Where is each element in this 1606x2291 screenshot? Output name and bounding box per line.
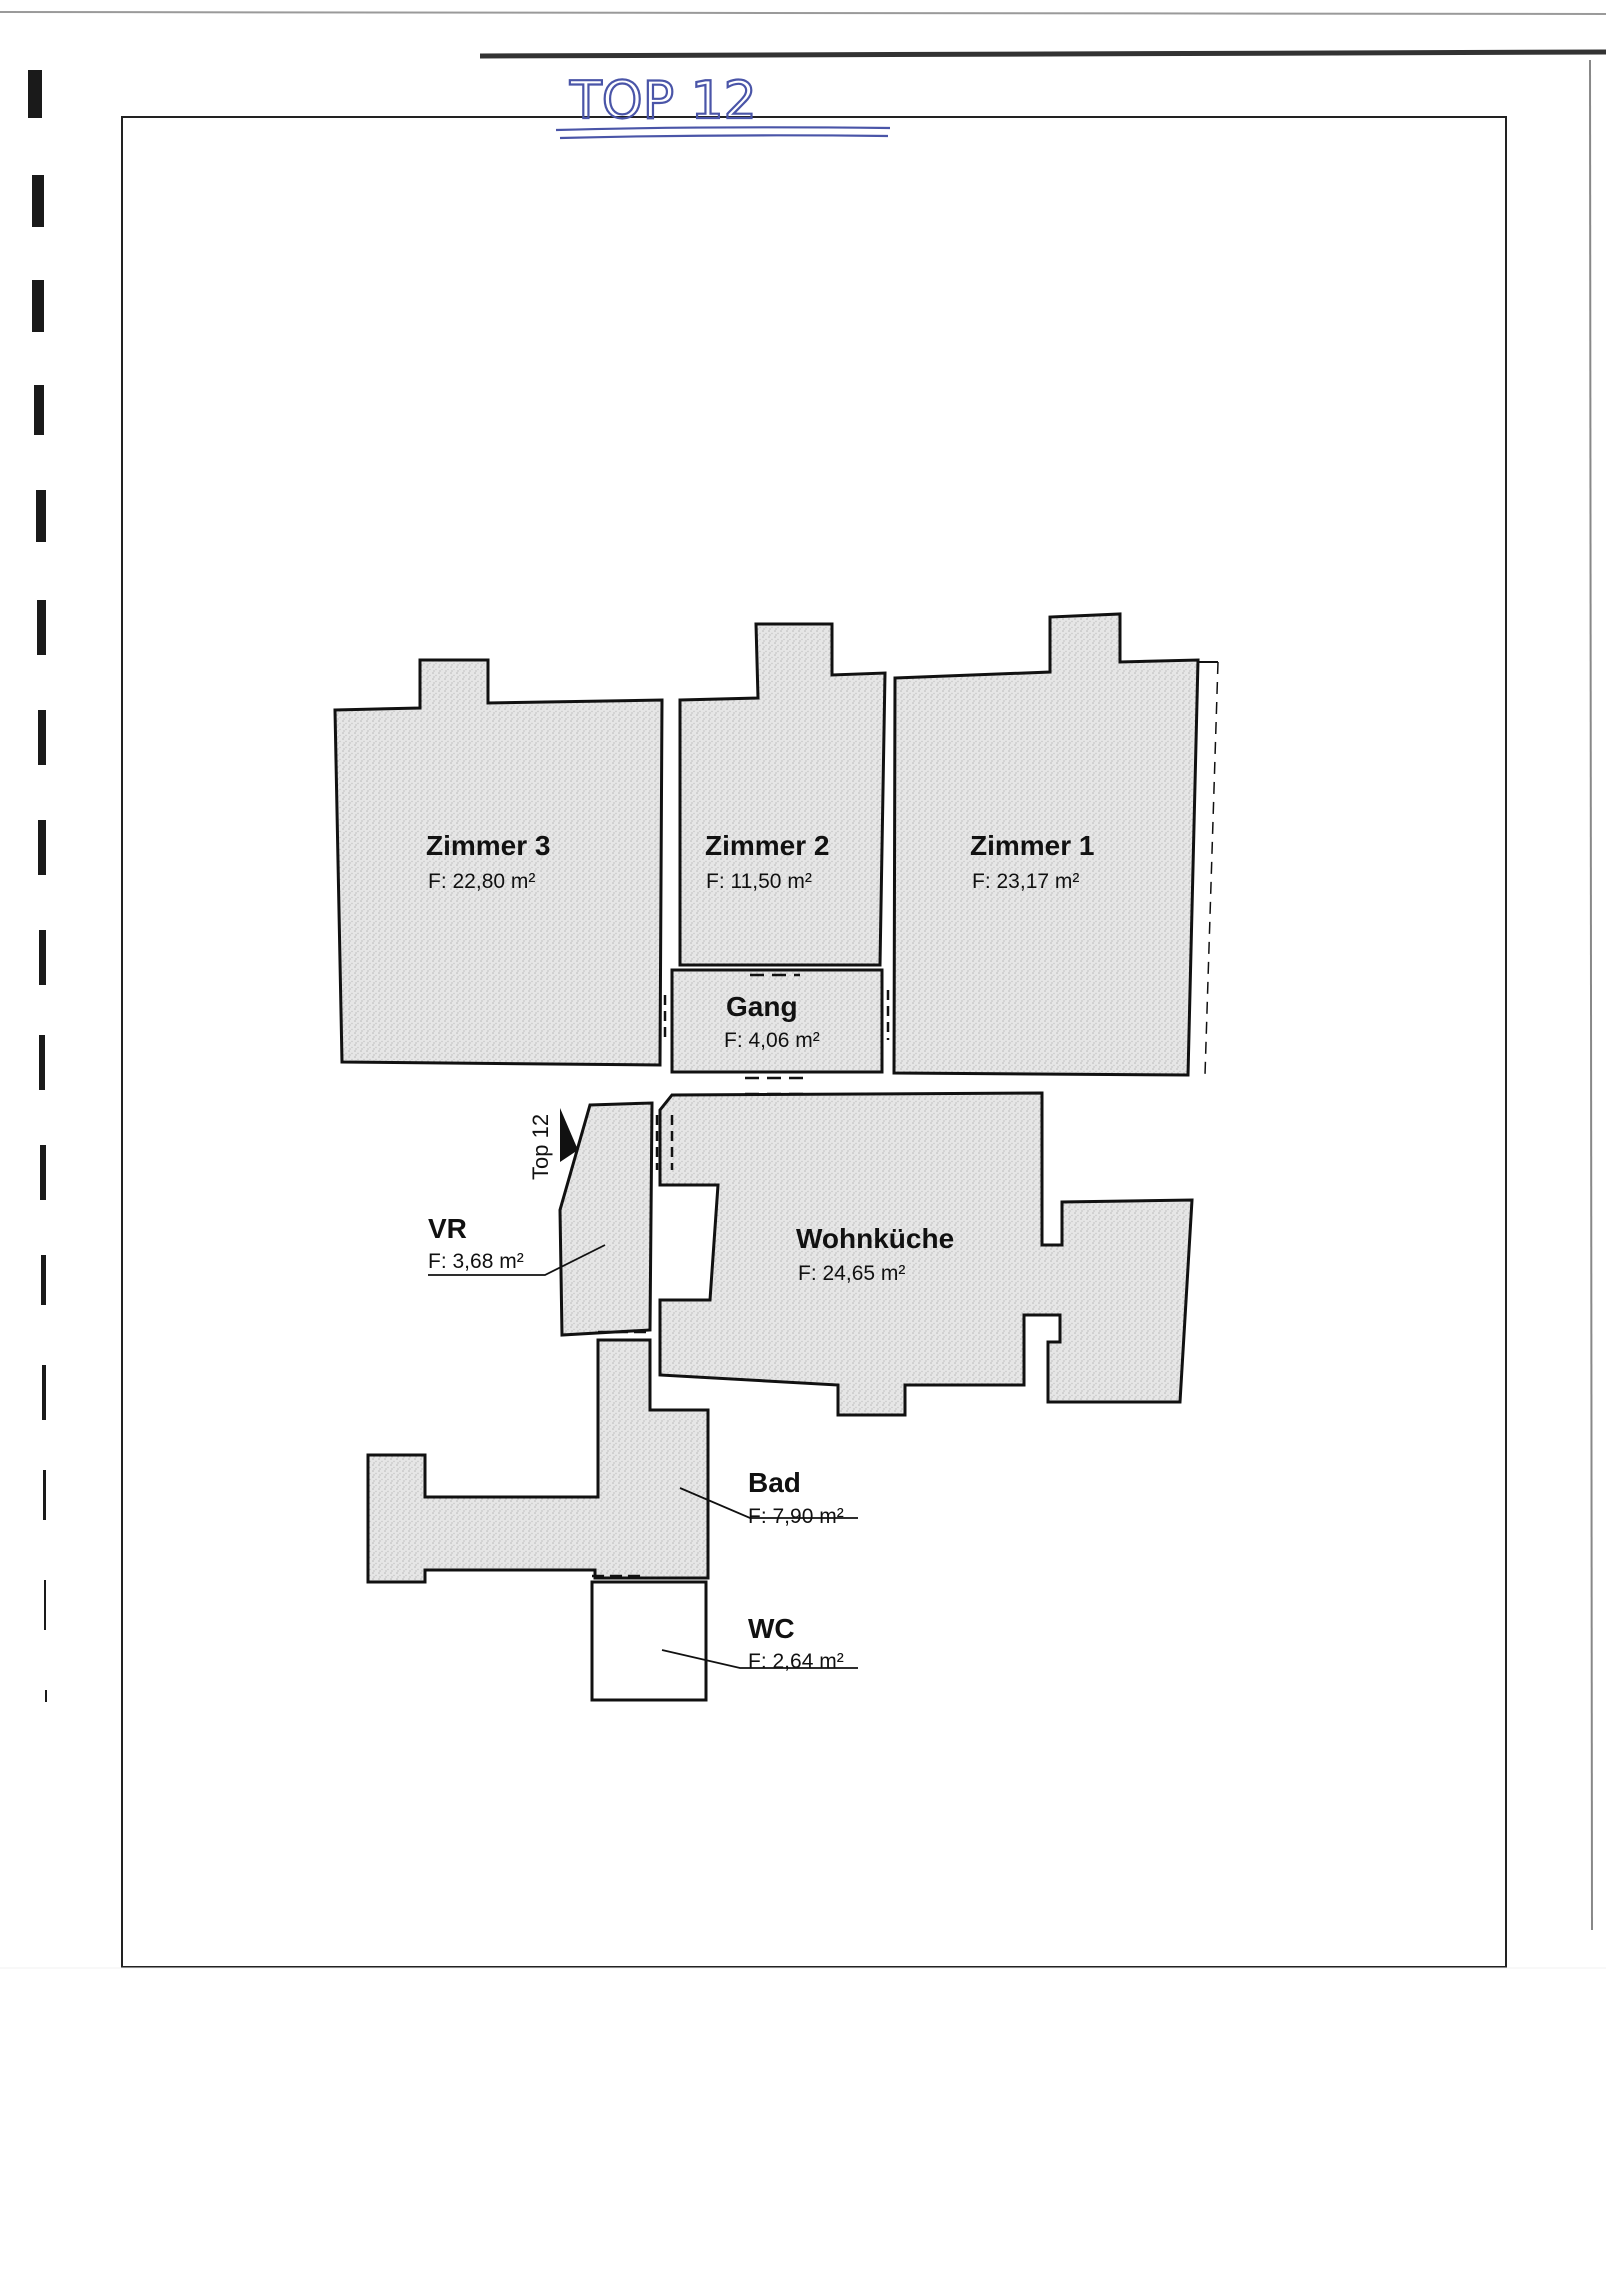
- room-gang: [670, 968, 884, 1074]
- scan-edge-line: [0, 11, 1606, 15]
- room-zimmer3: [333, 658, 664, 1067]
- page-top-edge: [479, 49, 1606, 59]
- room-area: F: 23,17 m²: [972, 870, 1079, 893]
- label-wohnkueche: Wohnküche F: 24,65 m²: [796, 1223, 954, 1285]
- room-name: Bad: [748, 1467, 801, 1498]
- room-name: Gang: [726, 991, 798, 1022]
- room-area: F: 7,90 m²: [748, 1505, 844, 1528]
- label-gang: Gang F: 4,06 m²: [724, 991, 820, 1052]
- room-area: F: 2,64 m²: [748, 1650, 844, 1673]
- entrance-label: Top 12: [528, 1114, 553, 1180]
- room-name: VR: [428, 1213, 467, 1244]
- page-frame: [121, 116, 1507, 1968]
- entrance-arrow-icon: [560, 1108, 578, 1162]
- label-wc: WC F: 2,64 m²: [748, 1613, 844, 1673]
- handwritten-title: TOP 12: [555, 70, 891, 140]
- room-name: Wohnküche: [796, 1223, 954, 1254]
- room-name: WC: [748, 1613, 795, 1644]
- room-zimmer2: [678, 622, 887, 967]
- right-edge-shadow: [1589, 59, 1593, 1931]
- room-area: F: 24,65 m²: [798, 1262, 905, 1285]
- room-wohnkueche: [658, 1091, 1194, 1417]
- room-wc: [590, 1580, 708, 1702]
- binder-holes: [28, 70, 47, 1702]
- label-zimmer1: Zimmer 1 F: 23,17 m²: [970, 830, 1095, 893]
- label-bad: Bad F: 7,90 m²: [748, 1467, 844, 1528]
- zimmer1-dashed-edge: [1204, 661, 1219, 1076]
- room-area: F: 3,68 m²: [428, 1250, 524, 1273]
- room-area: F: 4,06 m²: [724, 1029, 820, 1052]
- room-name: Zimmer 3: [426, 830, 551, 861]
- label-vr: VR F: 3,68 m²: [428, 1213, 524, 1273]
- handwritten-title-text: TOP 12: [569, 71, 757, 131]
- room-zimmer1: [892, 612, 1200, 1077]
- leader-lines: [428, 1244, 858, 1669]
- label-zimmer2: Zimmer 2 F: 11,50 m²: [705, 830, 830, 893]
- room-area: F: 22,80 m²: [428, 870, 535, 893]
- room-vr: [558, 1101, 654, 1337]
- room-name: Zimmer 1: [970, 830, 1095, 861]
- room-name: Zimmer 2: [705, 830, 830, 861]
- label-zimmer3: Zimmer 3 F: 22,80 m²: [426, 830, 551, 893]
- room-bad: [366, 1338, 710, 1584]
- room-area: F: 11,50 m²: [706, 870, 812, 893]
